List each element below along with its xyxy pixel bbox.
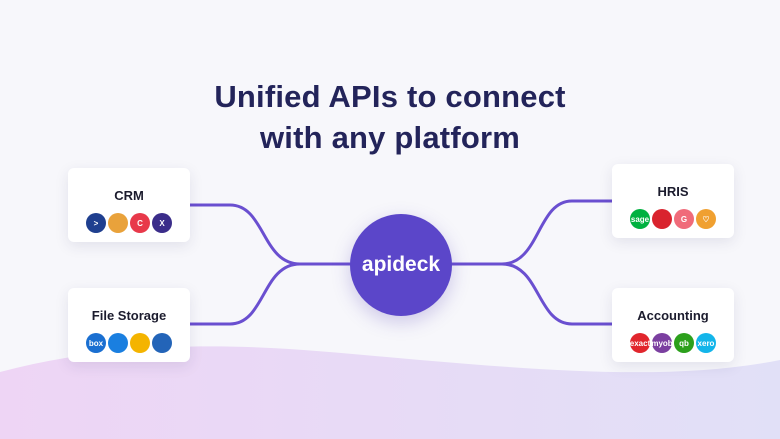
connector-acct (448, 262, 614, 326)
connector-hris (448, 199, 614, 266)
category-label: Accounting (637, 308, 709, 323)
page-title: Unified APIs to connect with any platfor… (0, 76, 780, 158)
greenhouse-icon: G (674, 209, 694, 229)
myob-icon: myob (651, 333, 673, 353)
quickbooks-icon: qb (674, 333, 694, 353)
logo-row: sage G♡ (629, 209, 717, 229)
category-card-hris[interactable]: HRIS sage G♡ (612, 164, 734, 238)
title-line-2: with any platform (259, 120, 521, 155)
copper-icon: C (130, 213, 150, 233)
exact-icon: exact (630, 333, 650, 353)
heart-icon: ♡ (696, 209, 716, 229)
category-label: File Storage (91, 308, 167, 323)
dropbox-icon (108, 333, 128, 353)
title-line-1: Unified APIs to connect (214, 79, 566, 114)
personio-icon (652, 209, 672, 229)
close-x-icon: X (152, 213, 172, 233)
category-label: HRIS (657, 184, 689, 199)
pipedrive-arrow-icon: > (86, 213, 106, 233)
box-icon: box (86, 333, 106, 353)
xero-icon: xero (696, 333, 716, 353)
hub-label: apideck (361, 253, 441, 276)
apideck-hub: apideck (350, 214, 452, 316)
hubspot-sprocket-icon (108, 213, 128, 233)
category-card-file-storage[interactable]: File Storage box (68, 288, 190, 362)
google-drive-icon (130, 333, 150, 353)
sage-icon: sage (630, 209, 650, 229)
connector-crm (188, 203, 354, 266)
logo-row: box (85, 333, 173, 353)
connector-files (188, 262, 354, 326)
onedrive-icon (152, 333, 172, 353)
category-label: CRM (114, 188, 144, 203)
